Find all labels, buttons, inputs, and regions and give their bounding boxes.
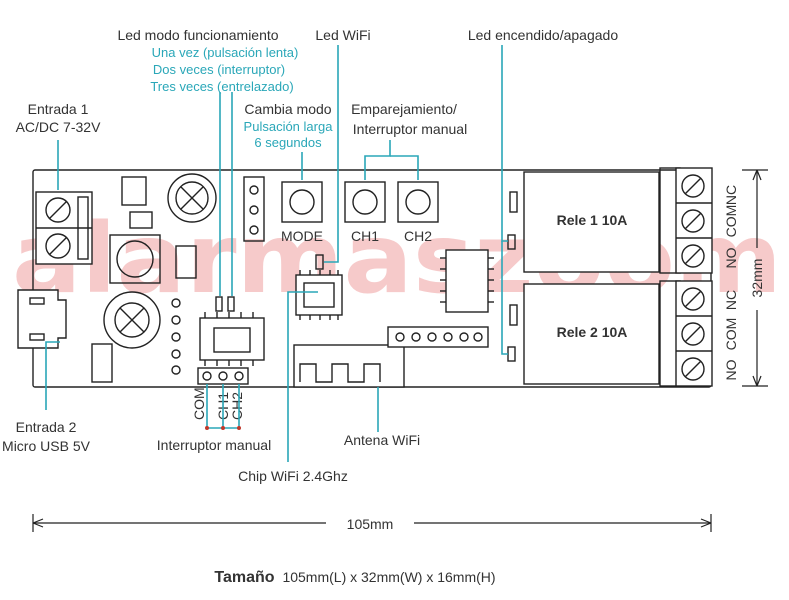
label-led-wifi: Led WiFi (315, 27, 370, 43)
component-block (175, 245, 197, 279)
label-led-power: Led encendido/apagado (468, 27, 618, 43)
led-dots (171, 298, 181, 375)
component-block (121, 176, 147, 206)
label-led-mode: Led modo funcionamiento (117, 27, 278, 43)
length-label: 105mm (347, 516, 394, 532)
watermark: alarmaszoom (12, 203, 782, 315)
component-block (509, 304, 518, 326)
component-block (509, 191, 518, 213)
terminal-label-nc: NC (723, 185, 739, 205)
pin-header-long (387, 326, 489, 348)
capacitor (103, 291, 161, 349)
mode-button[interactable] (281, 181, 323, 223)
label-change-mode-sub1: Pulsación larga (244, 119, 334, 134)
relay-1-label: Rele 1 10A (557, 212, 628, 228)
wifi-chip (295, 270, 343, 320)
terminal-label-no: NO (723, 247, 739, 268)
leader-dots (205, 426, 241, 430)
header-label-com: COM (191, 387, 207, 420)
ch2-button-label: CH2 (404, 228, 432, 244)
size-caption: Tamaño 105mm(L) x 32mm(W) x 16mm(H) (214, 569, 495, 586)
relay-1 (523, 171, 660, 273)
label-input1-line1: Entrada 1 (28, 101, 89, 117)
label-manual-switch: Interruptor manual (157, 437, 271, 453)
potentiometer (167, 173, 217, 223)
label-led-mode-sub2: Dos veces (interruptor) (153, 62, 285, 77)
label-chip: Chip WiFi 2.4Ghz (238, 468, 348, 484)
led-mode (227, 296, 235, 312)
led-mode (215, 296, 223, 312)
size-caption-bold: Tamaño (214, 569, 274, 586)
label-led-mode-sub1: Una vez (pulsación lenta) (152, 45, 299, 60)
label-pairing-line1: Emparejamiento/ (351, 101, 457, 117)
output-terminal-2 (659, 280, 713, 387)
header-label-ch2: CH2 (229, 392, 245, 420)
micro-usb-port (17, 289, 67, 349)
ch1-button[interactable] (344, 181, 386, 223)
terminal-label-no: NO (723, 359, 739, 380)
wifi-antenna (293, 344, 405, 388)
label-input2-line1: Entrada 2 (16, 419, 77, 435)
height-label: 32mm (749, 259, 765, 298)
relay-driver-ic (440, 249, 494, 313)
component-block (129, 211, 153, 229)
label-change-mode: Cambia modo (244, 101, 331, 117)
length-dimension (32, 514, 712, 532)
terminal-label-com: COM (723, 205, 739, 238)
led-wifi (315, 254, 324, 270)
ch1-button-label: CH1 (351, 228, 379, 244)
height-dimension (742, 169, 768, 387)
relay-2-label: Rele 2 10A (557, 324, 628, 340)
relay-2 (523, 283, 660, 385)
terminal-label-nc: NC (723, 290, 739, 310)
input1-terminal (35, 191, 93, 265)
label-led-mode-sub3: Tres veces (entrelazado) (150, 79, 293, 94)
label-input2-line2: Micro USB 5V (2, 438, 91, 454)
ch2-button[interactable] (397, 181, 439, 223)
terminal-label-com: COM (723, 318, 739, 351)
led-power (507, 346, 516, 362)
mode-button-label: MODE (281, 228, 323, 244)
output-terminal-1 (659, 167, 713, 274)
pin-header (243, 176, 265, 242)
manual-switch-header (197, 367, 249, 385)
led-power (507, 234, 516, 250)
label-pairing-line2: Interruptor manual (353, 121, 467, 137)
ic-chip (199, 312, 265, 366)
size-caption-text: 105mm(L) x 32mm(W) x 16mm(H) (282, 569, 495, 585)
label-change-mode-sub2: 6 segundos (254, 135, 322, 150)
label-input1-line2: AC/DC 7-32V (16, 119, 101, 135)
label-antenna: Antena WiFi (344, 432, 420, 448)
component-block (91, 343, 113, 383)
inductor (109, 234, 161, 284)
